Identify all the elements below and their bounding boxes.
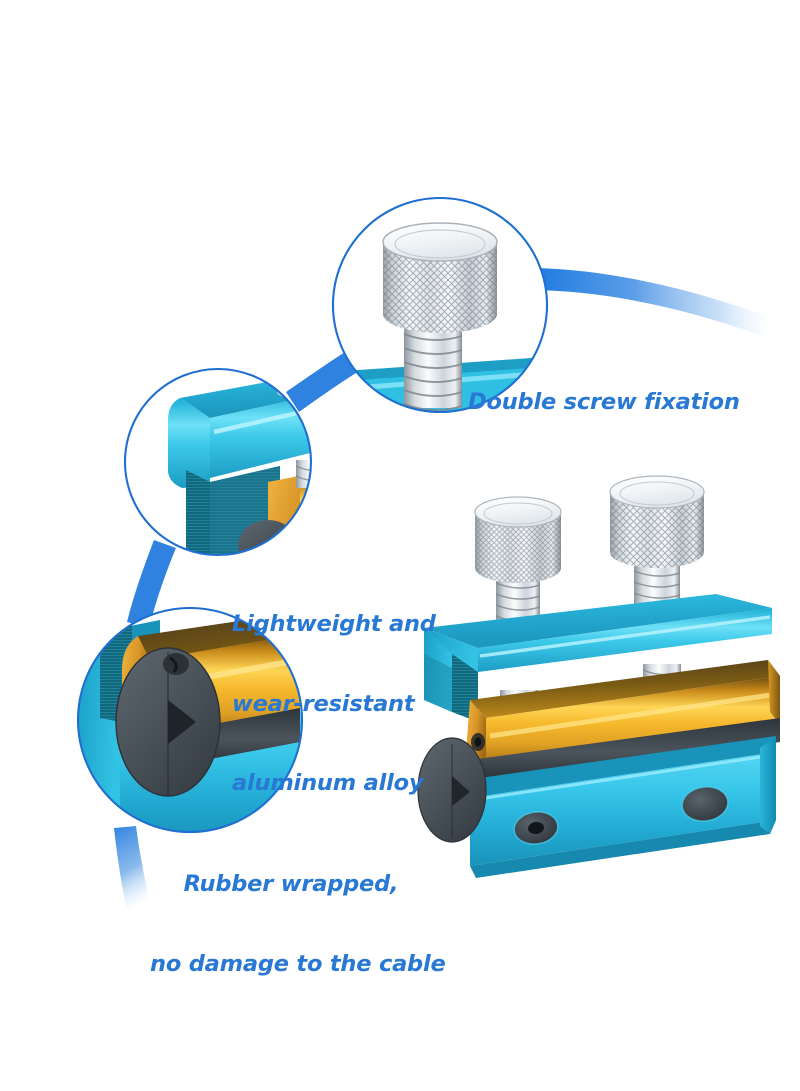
- screw-callout-outline: [331, 196, 549, 414]
- label-aluminum-alloy: Lightweight and wear-resistant aluminum …: [232, 558, 436, 850]
- side-port-hole-right: [681, 786, 729, 822]
- label-aluminum-line-2: wear-resistant: [232, 690, 415, 717]
- label-rubber-wrapped: Rubber wrapped, no damage to the cable: [150, 818, 446, 1030]
- ribbon-rubber-to-alloy: [127, 540, 176, 628]
- rubber-callout-content: [78, 612, 302, 832]
- lower-body-rail: [466, 736, 776, 878]
- label-rubber-line-2: no damage to the cable: [150, 950, 446, 977]
- label-rubber-line-1: Rubber wrapped,: [183, 871, 399, 898]
- top-clamp-plate: [424, 594, 772, 722]
- rubber-end-cap: [417, 737, 487, 843]
- side-port-hole-left: [513, 811, 559, 845]
- label-aluminum-line-3: aluminum alloy: [232, 770, 424, 797]
- thumbscrew-left: [474, 496, 562, 655]
- rubber-callout: [76, 606, 304, 834]
- alloy-callout-outline: [123, 367, 313, 557]
- product-cable-luber: [417, 475, 780, 878]
- ribbon-bottom-tail: [114, 826, 152, 916]
- thumbscrew-left-head: [474, 496, 562, 583]
- label-double-screw-fixation: Double screw fixation: [468, 389, 740, 415]
- thumbscrew-right-head: [609, 475, 705, 568]
- rubber-callout-outline: [76, 606, 304, 834]
- ribbon-top-right: [534, 268, 772, 338]
- label-aluminum-line-1: Lightweight and: [232, 611, 436, 638]
